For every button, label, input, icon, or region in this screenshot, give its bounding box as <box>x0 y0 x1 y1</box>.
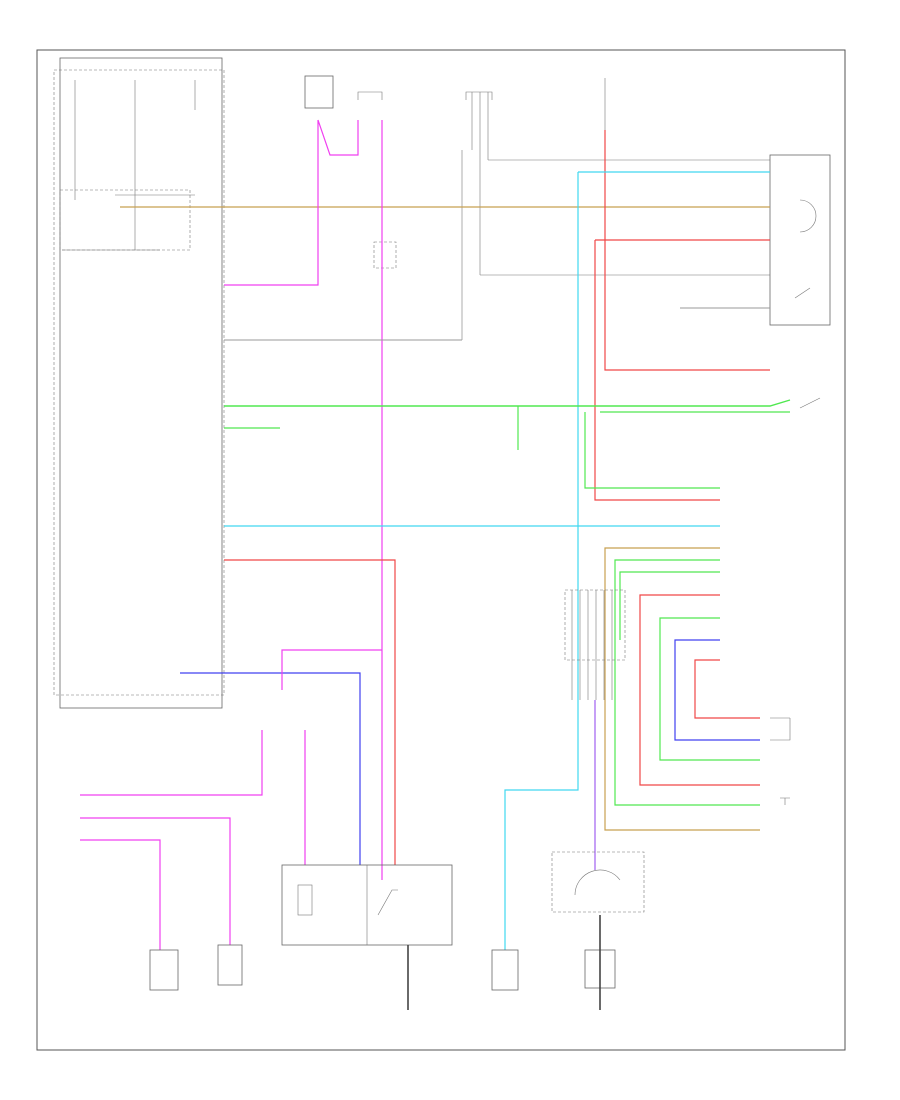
range-sensor <box>551 851 645 913</box>
switch-contact <box>794 287 811 299</box>
green-wire-right-1 <box>614 559 760 806</box>
pink-wire-bottom-2 <box>80 817 231 945</box>
blue-wire-right <box>674 639 760 741</box>
module-coil <box>297 884 313 916</box>
brake-switch-contact <box>799 397 821 409</box>
red-wire-right <box>694 659 760 719</box>
tan-wire-right <box>604 547 760 831</box>
pink-wire-lower-link <box>281 649 382 690</box>
red-wire-mid <box>224 559 396 865</box>
green-wire-side <box>584 412 720 489</box>
blue-wire-lower <box>180 672 361 865</box>
pink-wire-upper <box>224 119 359 286</box>
range-sensor-arc <box>574 869 621 896</box>
cyan-wire-top <box>504 171 770 950</box>
diagram-frame <box>36 49 846 1051</box>
sensor-bottom <box>491 949 519 991</box>
pink-wire-right <box>639 594 760 786</box>
sensor-connector <box>357 91 383 100</box>
pink-wire-bottom-3 <box>80 839 161 950</box>
switch-arc <box>799 199 817 233</box>
control-module-outline <box>53 69 225 696</box>
green-wire-right-2 <box>619 571 720 640</box>
switch-box <box>769 154 831 326</box>
relay-box <box>304 75 334 109</box>
red-wire-top <box>604 130 770 371</box>
fuse-block-outline <box>59 189 191 251</box>
module-switch <box>377 889 398 916</box>
indicator-left <box>149 949 179 991</box>
pink-wire-bottom-1 <box>80 730 263 796</box>
indicator-mid <box>217 944 243 986</box>
ground-symbol <box>780 797 790 805</box>
red-wire-switch <box>594 239 770 501</box>
green-wire-main <box>224 399 791 407</box>
small-relay <box>373 241 397 269</box>
connector-bracket <box>465 91 493 100</box>
connector-cluster <box>564 589 626 661</box>
control-module-box <box>59 57 223 709</box>
green-wire-right-3 <box>659 617 760 761</box>
sensor-connector-right <box>770 717 791 741</box>
